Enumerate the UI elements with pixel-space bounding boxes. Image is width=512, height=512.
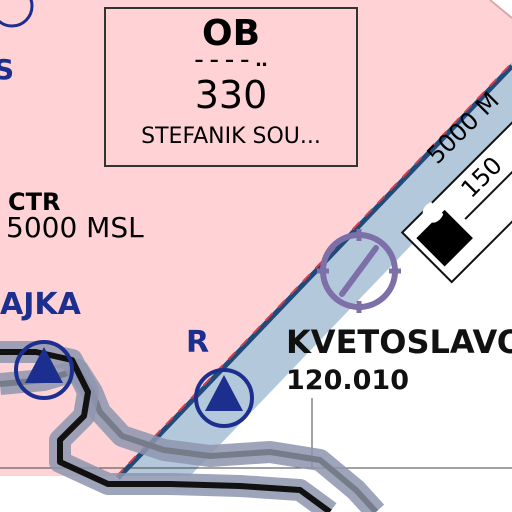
- vor-compass-rose-icon: [317, 229, 401, 313]
- sector-label: STEFANIK SOU...: [141, 124, 321, 149]
- boundary-line: [116, 64, 512, 480]
- sector-name: OB: [201, 13, 261, 54]
- reporting-point-icon-r: [194, 368, 254, 428]
- vor-frequency: 120.010: [286, 365, 409, 396]
- waypoint-circle-partial: [0, 0, 34, 28]
- airspace-class-c-badge: [416, 209, 473, 267]
- sector-box: [104, 7, 358, 167]
- reporting-point-label-r: R: [186, 325, 210, 360]
- ctr-corner-edge: [489, 0, 512, 19]
- road-line-lower: [0, 349, 332, 512]
- airspace-class-box: [400, 103, 512, 284]
- ctr-name: CTR: [8, 188, 61, 216]
- boundary-dashes: [114, 65, 510, 479]
- ctr-ceiling: 5000 MSL: [6, 211, 144, 244]
- vor-name: KVETOSLAVO: [286, 323, 512, 361]
- reporting-point-label-ajka: AJKA: [0, 287, 81, 322]
- reporting-point-icon-ajka: [14, 340, 74, 400]
- waypoint-label-partial: S: [0, 53, 15, 86]
- sector-dashes: – – – – ‥: [194, 50, 268, 71]
- sector-frequency: 330: [194, 73, 268, 117]
